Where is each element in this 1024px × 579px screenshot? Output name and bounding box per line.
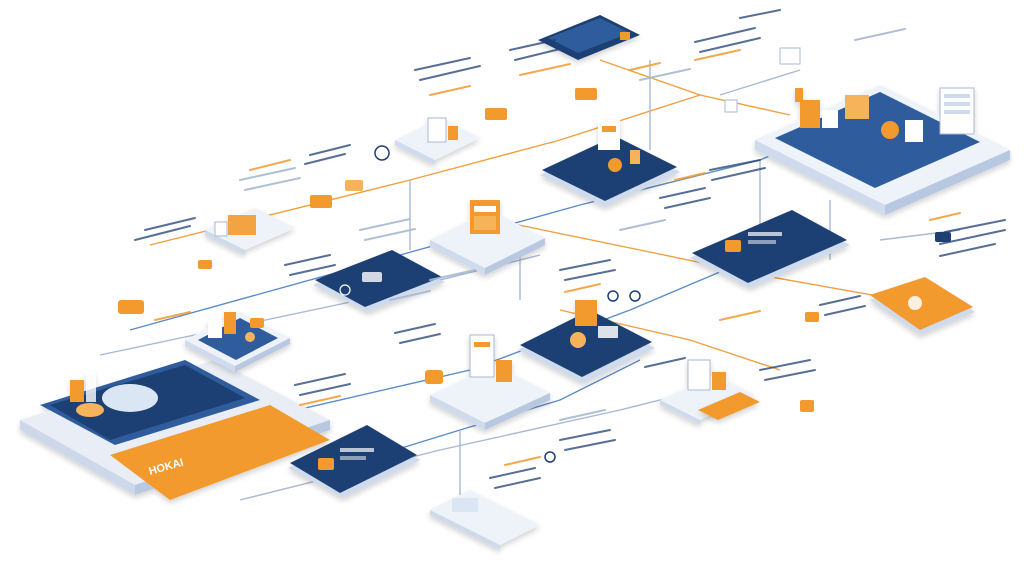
database-icon [935, 232, 951, 242]
gear-icon [118, 300, 144, 314]
building-icon [428, 118, 446, 142]
orange-card-right[interactable] [870, 277, 975, 335]
blue-card-a[interactable] [313, 250, 445, 312]
datacenter-platform [755, 85, 1010, 215]
module-tile-top-device[interactable] [538, 15, 640, 60]
document-icon [208, 320, 222, 338]
module-tile-top-center[interactable] [540, 120, 680, 207]
module-tile-storefront[interactable] [430, 200, 545, 275]
module-tile-center[interactable] [518, 300, 655, 383]
orange-connector-4 [600, 60, 790, 115]
document-card-bottom[interactable] [430, 490, 540, 550]
grey-connector-9 [720, 70, 800, 95]
main-platform: HOKAI [20, 360, 330, 500]
module-tile-upper-left[interactable] [205, 208, 295, 255]
blue-card-b[interactable] [690, 210, 850, 288]
module-tile-top-left[interactable] [395, 118, 480, 165]
module-tile-left[interactable] [185, 312, 290, 372]
lock-icon [800, 400, 814, 412]
